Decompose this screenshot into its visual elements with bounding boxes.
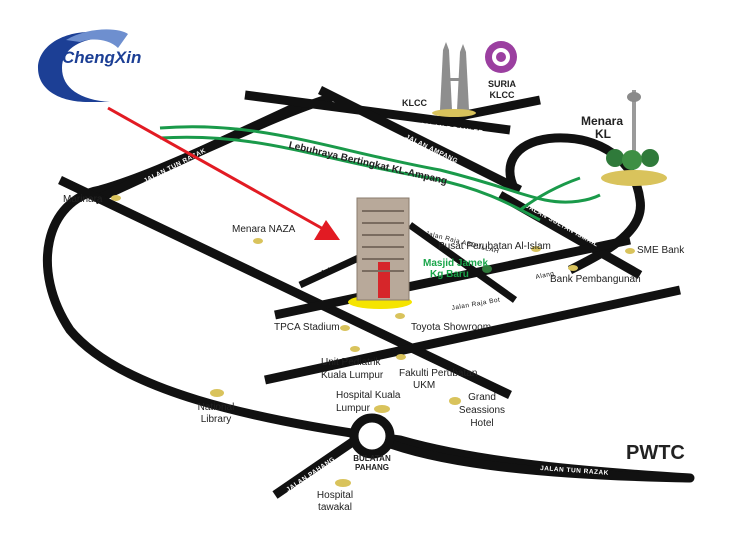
place-hospital-tw-2: tawakal (318, 502, 352, 513)
chengxin-logo-icon (38, 29, 128, 102)
marker-masjid (482, 265, 492, 273)
building-windows (362, 210, 404, 272)
road-label-alang: Alang (535, 270, 555, 281)
road-raja-abdullah (274, 235, 631, 320)
marker-sme (625, 248, 635, 254)
road-label-tun-razak-top: JALAN TUN RAZAK (143, 147, 208, 185)
road-p-ramlee (244, 90, 511, 135)
place-markers (111, 195, 635, 487)
marker-fakulti (396, 354, 406, 360)
place-grand-1: Grand (468, 392, 496, 403)
marker-hospital-tw (335, 479, 351, 487)
place-masjid-2: Kg Baru (430, 269, 469, 280)
marker-marinara (111, 195, 121, 201)
building-stripe (378, 262, 390, 298)
klcc-label: KLCC (402, 98, 427, 108)
place-grand-2: Seassions (458, 405, 506, 416)
marker-unit-ped (350, 346, 360, 352)
pwtc-label: PWTC (626, 442, 685, 464)
place-grand-3: Hotel (470, 418, 494, 429)
road-tun-razak-bottom (378, 435, 691, 483)
road-label-tuanku: JALAN TUANKU ABDUL RAHMAN (480, 328, 594, 375)
road-ampang (317, 85, 523, 195)
road-daud (298, 251, 367, 289)
road-raja-muda (58, 175, 512, 400)
marker-pusat (531, 246, 541, 252)
place-national-2: Library (200, 414, 232, 425)
place-hospital-tw-1: Hospital (316, 490, 354, 501)
place-marinara: Marinara (63, 194, 103, 205)
place-national-1: National (197, 402, 235, 413)
marker-menara-naza (253, 238, 263, 244)
place-hospital-kl-2: Lumpur (336, 403, 370, 414)
place-fakulti-2: UKM (413, 380, 436, 391)
road-label-tun-razak-bottom: JALAN TUN RAZAK (540, 465, 609, 477)
marker-grand (449, 397, 461, 405)
highway-kl-ampang-2 (159, 135, 541, 222)
road-label-ampang: JALAN AMPANG (404, 134, 459, 166)
klcc-base (432, 109, 476, 117)
suria-label-2: KLCC (489, 90, 515, 100)
suria-klcc-logo-icon (485, 41, 517, 73)
place-unit-ped-1: Unit Pediatrik (321, 357, 381, 368)
location-arrow (107, 106, 326, 232)
arrow-head-icon (314, 220, 340, 240)
place-tpca: TPCA Stadium (274, 322, 340, 333)
marker-hospital-kl (374, 405, 390, 413)
place-bulatan-1: BULATAN (353, 454, 391, 463)
place-unit-ped-2: Kuala Lumpur (321, 370, 384, 381)
place-bank-pembangunan: Bank Pembangunan (550, 274, 641, 285)
road-label-daud: Jalan Daud (320, 256, 358, 277)
menara-kl-label-2: KL (595, 127, 611, 141)
place-fakulti-1: Fakulti Perubatan (399, 368, 478, 379)
highway-branch (519, 176, 581, 212)
road-label-raja-muda: JALAN RAJA MUDA ABDUL AZIZ (149, 209, 256, 264)
petronas-towers-icon (440, 42, 469, 110)
highway-kl-ampang (159, 125, 601, 204)
place-toyota: Toyota Showroom (411, 322, 492, 333)
place-masjid-1: Masjid Jamek (423, 258, 489, 269)
suria-label-1: SURIA (487, 79, 516, 89)
menara-kl-label-1: Menara (581, 114, 624, 128)
road-label-pahang: JALAN PAHANG (285, 456, 336, 494)
place-menara-naza: Menara NAZA (232, 224, 296, 235)
bulatan-pahang-roundabout (349, 413, 395, 459)
place-pusat-perubatan: Pusat Perubatan Al-Islam (438, 241, 551, 252)
brand-name: ChengXin (62, 48, 142, 67)
marker-tpca (340, 325, 350, 331)
place-bulatan-2: PAHANG (354, 463, 390, 472)
place-sme-bank: SME Bank (637, 245, 685, 256)
road-tun-razak-top (93, 100, 302, 205)
road-tuanku (264, 285, 681, 385)
menara-kl-tower-icon (606, 90, 659, 170)
menara-kl-base (601, 170, 667, 186)
road-raja-bot (407, 222, 518, 303)
place-hospital-kl-1: Hospital Kuala (336, 390, 401, 401)
marker-bank-pemb (568, 265, 578, 271)
marker-toyota (395, 313, 405, 319)
marker-national (210, 389, 224, 397)
